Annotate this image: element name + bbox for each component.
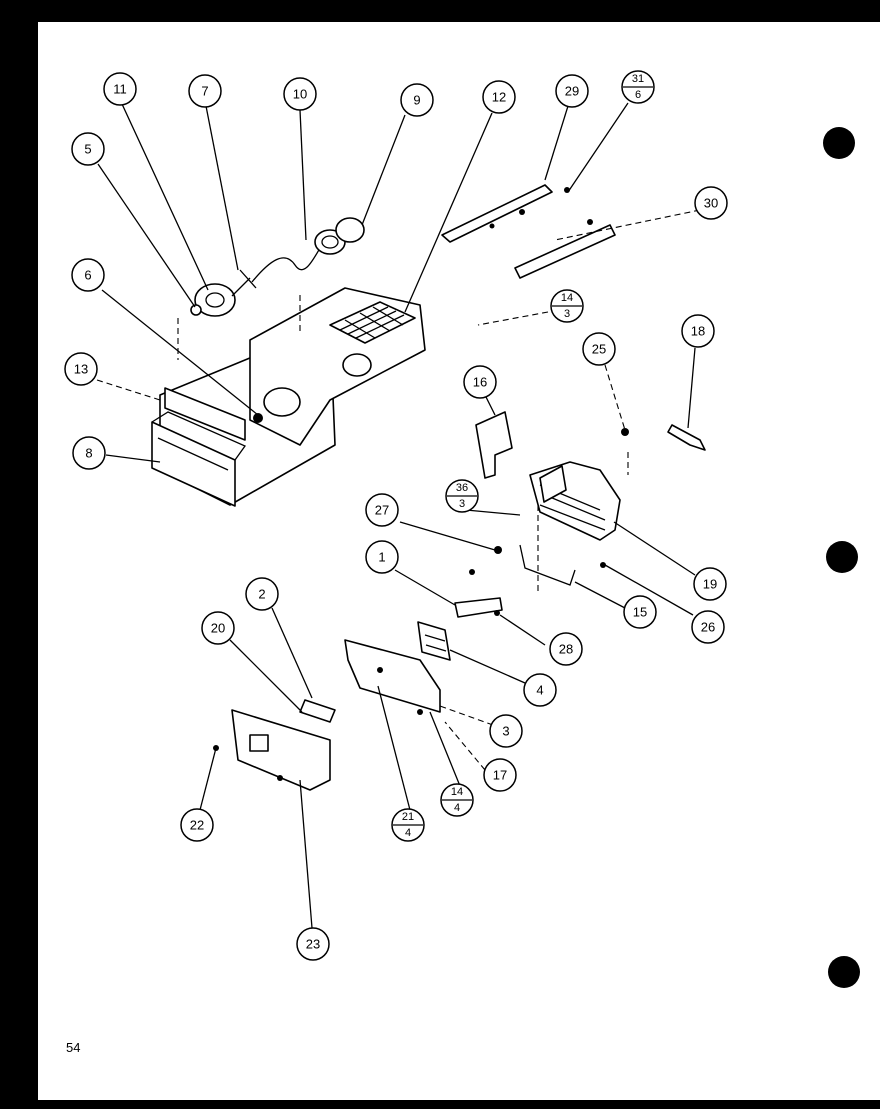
callout-label: 1 xyxy=(378,550,385,565)
callout-14-4: 14 4 xyxy=(440,783,474,817)
control-housing-assembly xyxy=(213,621,451,791)
callout-31-6: 31 6 xyxy=(621,70,655,104)
callout-label: 3 xyxy=(502,724,509,739)
callout-label-top: 36 xyxy=(456,482,468,494)
callout-22: 22 xyxy=(180,808,214,842)
callout-36-3: 36 3 xyxy=(445,479,479,513)
binder-hole-bottom xyxy=(828,956,860,988)
callout-label: 26 xyxy=(701,620,715,635)
callout-25: 25 xyxy=(582,332,616,366)
ice-bucket-assembly xyxy=(151,287,426,507)
callout-label: 2 xyxy=(258,587,265,602)
callout-17: 17 xyxy=(483,758,517,792)
callout-label-bottom: 4 xyxy=(405,827,411,839)
callout-21-4: 21 4 xyxy=(391,808,425,842)
callout-label: 16 xyxy=(473,375,487,390)
callout-19: 19 xyxy=(693,567,727,601)
paper-page xyxy=(38,22,880,1100)
callout-label-top: 31 xyxy=(632,73,644,85)
callout-label: 22 xyxy=(190,818,204,833)
callout-label: 18 xyxy=(691,324,705,339)
callout-15: 15 xyxy=(623,595,657,629)
callout-label-bottom: 6 xyxy=(635,89,641,101)
callout-label: 12 xyxy=(492,90,506,105)
callout-label: 28 xyxy=(559,642,573,657)
callout-label-top: 14 xyxy=(451,786,463,798)
callout-30: 30 xyxy=(694,186,728,220)
callout-label-top: 21 xyxy=(402,811,414,823)
callout-3: 3 xyxy=(489,714,523,748)
callout-label: 9 xyxy=(413,93,420,108)
callout-label: 15 xyxy=(633,605,647,620)
callout-29: 29 xyxy=(555,74,589,108)
page-number: 54 xyxy=(66,1040,80,1055)
callout-18: 18 xyxy=(681,314,715,348)
binder-hole-top xyxy=(823,127,855,159)
callout-label-top: 14 xyxy=(561,292,573,304)
callout-9: 9 xyxy=(400,83,434,117)
callout-28: 28 xyxy=(549,632,583,666)
callout-label: 13 xyxy=(74,362,88,377)
callout-label: 29 xyxy=(565,84,579,99)
callout-label: 4 xyxy=(536,683,543,698)
callout-20: 20 xyxy=(201,611,235,645)
callout-label: 11 xyxy=(113,82,127,97)
callout-27: 27 xyxy=(365,493,399,527)
rails xyxy=(441,184,616,279)
callout-13: 13 xyxy=(64,352,98,386)
leader-lines xyxy=(96,102,701,929)
callout-label: 19 xyxy=(703,577,717,592)
callout-label: 30 xyxy=(704,196,718,211)
callout-label: 23 xyxy=(306,937,320,952)
callout-1: 1 xyxy=(365,540,399,574)
callout-label-bottom: 3 xyxy=(564,308,570,320)
callout-16: 16 xyxy=(463,365,497,399)
callout-label: 17 xyxy=(493,768,507,783)
callout-7: 7 xyxy=(188,74,222,108)
callout-label: 10 xyxy=(293,87,307,102)
callout-label: 27 xyxy=(375,503,389,518)
callout-26: 26 xyxy=(691,610,725,644)
callout-label: 8 xyxy=(85,446,92,461)
callout-5: 5 xyxy=(71,132,105,166)
motor-spring-group xyxy=(177,217,365,360)
callout-2: 2 xyxy=(245,577,279,611)
callout-10: 10 xyxy=(283,77,317,111)
callout-label: 20 xyxy=(211,621,225,636)
callout-label: 5 xyxy=(84,142,91,157)
scan-mark xyxy=(0,462,10,482)
callout-6: 6 xyxy=(71,258,105,292)
callout-12: 12 xyxy=(482,80,516,114)
callout-label: 7 xyxy=(201,84,208,99)
callout-4: 4 xyxy=(523,673,557,707)
callout-label-bottom: 4 xyxy=(454,802,460,814)
callout-label: 25 xyxy=(592,342,606,357)
callout-label-bottom: 3 xyxy=(459,498,465,510)
callout-14-3: 14 3 xyxy=(550,289,584,323)
binder-hole-middle xyxy=(826,541,858,573)
callout-8: 8 xyxy=(72,436,106,470)
callout-label: 6 xyxy=(84,268,91,283)
callout-11: 11 xyxy=(103,72,137,106)
ice-maker-assembly xyxy=(454,411,706,618)
callout-23: 23 xyxy=(296,927,330,961)
